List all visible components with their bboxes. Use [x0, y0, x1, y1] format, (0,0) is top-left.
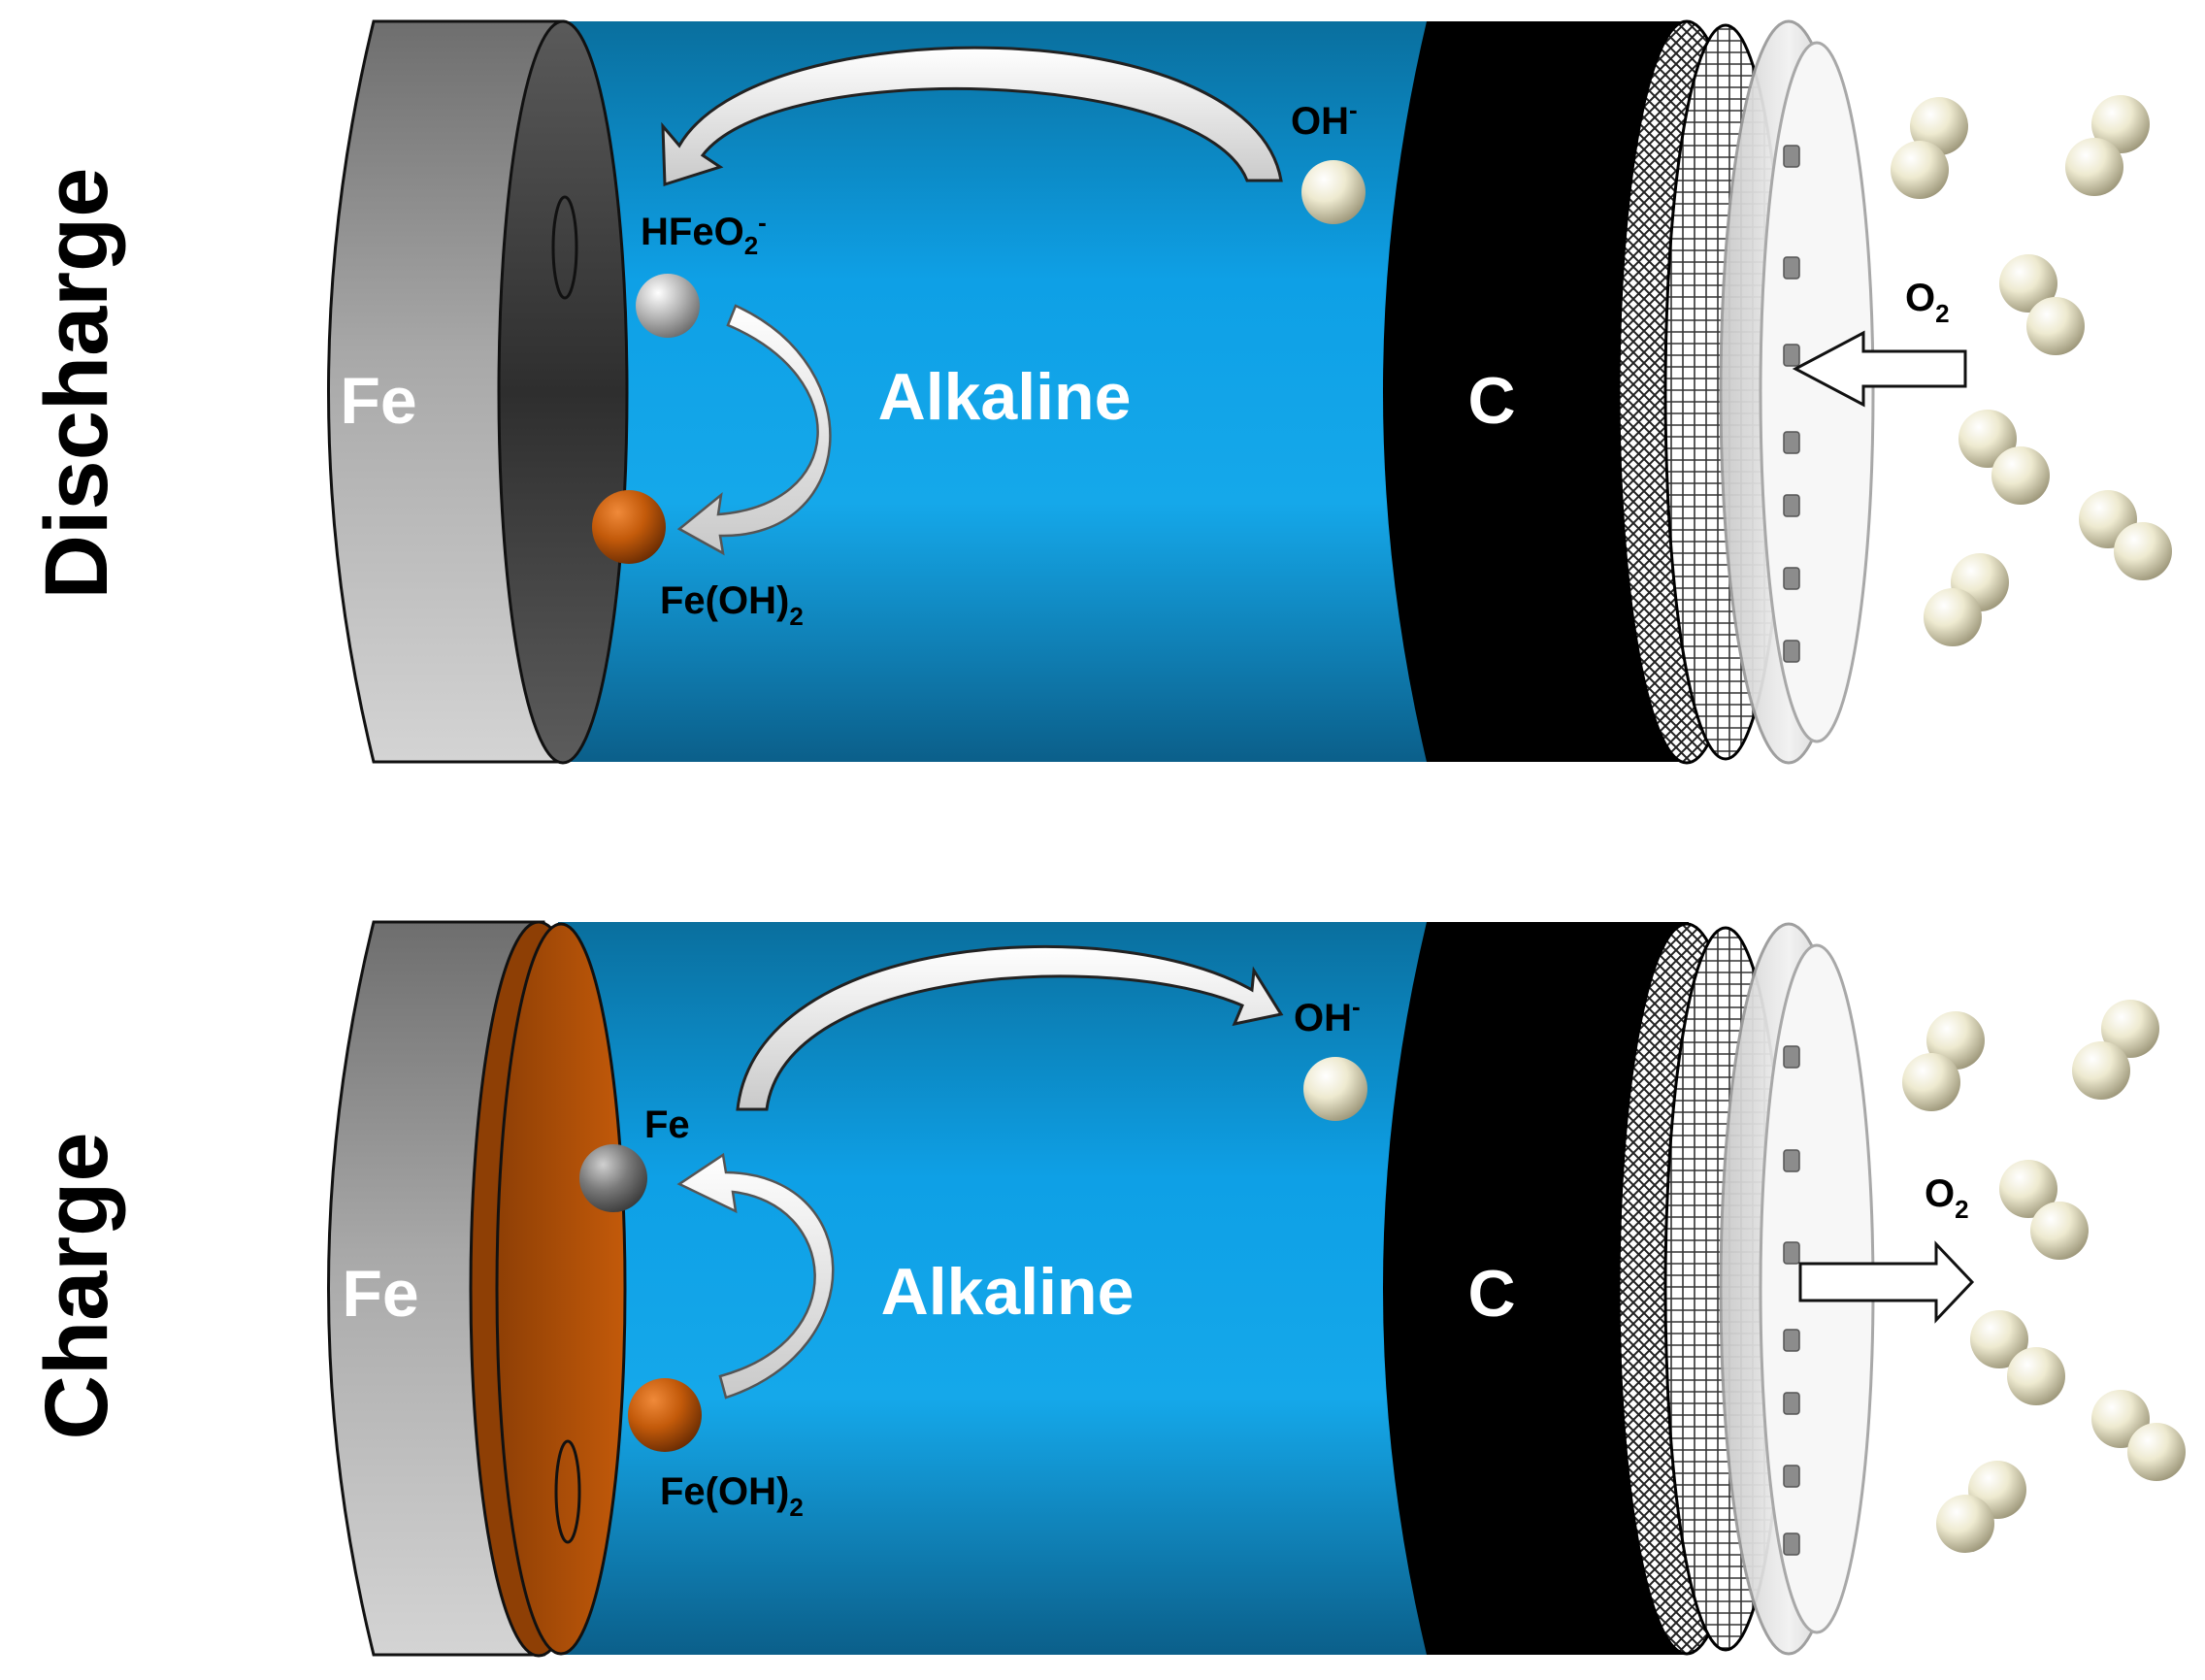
fe-anode-face — [497, 19, 629, 765]
anode-hole — [551, 195, 578, 300]
side-label-charge: Charge — [27, 1133, 126, 1440]
o2-label: O2 — [1925, 1172, 1969, 1224]
air-cathode-cap-face — [1759, 41, 1875, 743]
hfeo2-label: HFeO2- — [641, 208, 767, 260]
anode-label: Fe — [342, 1257, 418, 1331]
fe-metal-label: Fe — [644, 1104, 690, 1146]
carbon-cathode — [1383, 922, 1689, 1655]
o2-outflow-arrow — [1798, 1240, 1975, 1324]
anode-label: Fe — [340, 364, 416, 438]
fe-hydroxide-ball — [592, 490, 666, 564]
o2-molecules — [1902, 1000, 2186, 1553]
o2-molecules — [1891, 95, 2172, 646]
oh-transport-arrow — [661, 46, 1283, 187]
fe-hydroxide-layer — [495, 922, 627, 1656]
fe-hydroxide-label: Fe(OH)2 — [660, 579, 804, 631]
hydroxide-ball — [1301, 160, 1366, 224]
electrolyte-body — [563, 21, 1427, 762]
electrolyte-label: Alkaline — [878, 360, 1132, 434]
oh-release-arrow — [736, 944, 1284, 1111]
hfeo2-ball — [636, 274, 700, 338]
electrolyte-body — [558, 922, 1427, 1655]
cathode-label: C — [1467, 1257, 1515, 1331]
side-label-discharge: Discharge — [27, 168, 126, 600]
electrolyte-label: Alkaline — [881, 1255, 1135, 1329]
cap-vents — [1783, 1045, 1800, 1556]
hydroxide-label: OH- — [1294, 992, 1361, 1039]
fe-hydroxide-label: Fe(OH)2 — [660, 1470, 804, 1522]
cathode-label: C — [1467, 364, 1515, 438]
hydroxide-label: OH- — [1291, 95, 1358, 143]
charge-panel: Charge Fe Alkaline C OH- — [27, 920, 2186, 1658]
o2-label: O2 — [1905, 277, 1950, 328]
fe-anode-body — [327, 19, 565, 764]
fe-metal-ball — [579, 1144, 647, 1212]
carbon-cathode — [1383, 21, 1689, 762]
fe-hydroxide-ball — [628, 1378, 702, 1452]
reaction-arrow — [676, 304, 832, 556]
hydroxide-ball — [1303, 1057, 1367, 1121]
discharge-panel: Discharge Fe Alkaline C — [27, 19, 2172, 765]
anode-hole — [554, 1439, 581, 1544]
cap-vents — [1783, 145, 1800, 663]
o2-inflow-arrow — [1792, 330, 1967, 408]
reaction-arrow — [676, 1152, 835, 1400]
